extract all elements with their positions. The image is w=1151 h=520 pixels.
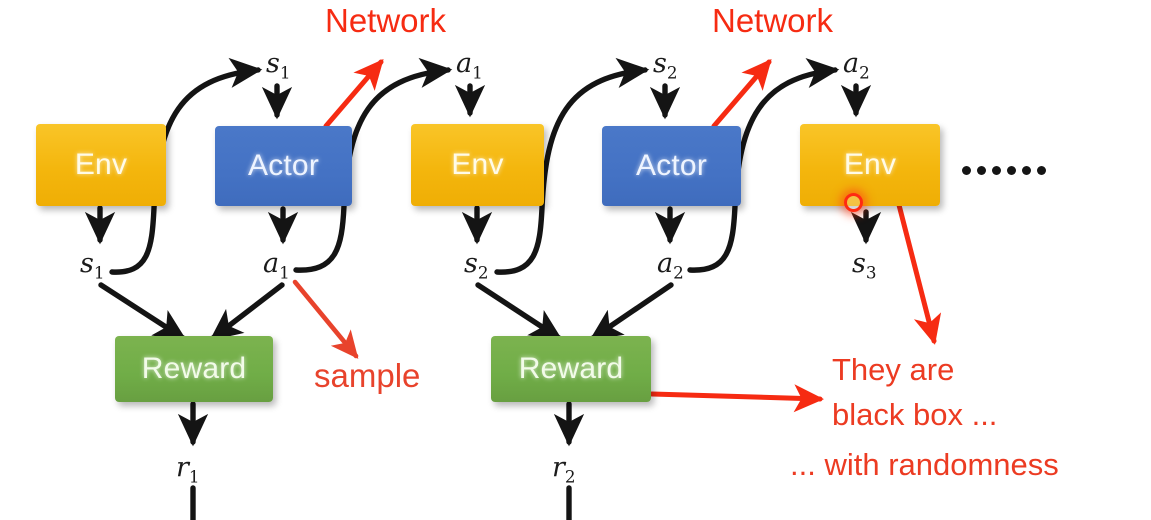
label-r2-bottom: r2 xyxy=(552,452,576,486)
symbol-subscript: 1 xyxy=(188,466,200,487)
node-label: Env xyxy=(74,148,128,181)
label-a1-mid: a1 xyxy=(263,248,290,282)
dot xyxy=(962,166,971,175)
symbol-base: s xyxy=(852,248,866,279)
annotation-blackbox-line-3: ... with randomness xyxy=(790,447,1059,482)
label-s2-mid: s2 xyxy=(464,248,489,282)
red-sample-arrow xyxy=(292,279,359,359)
node-reward-2[interactable]: Reward xyxy=(491,336,651,402)
node-env-2[interactable]: Env xyxy=(411,124,544,206)
symbol-subscript: 2 xyxy=(477,262,489,283)
label-a2-top: a2 xyxy=(843,48,870,82)
symbol-subscript: 2 xyxy=(564,466,576,487)
label-s1-mid: s1 xyxy=(80,248,105,282)
arrow-a2-to-reward2 xyxy=(589,282,674,341)
node-env-3[interactable]: Env xyxy=(800,124,940,206)
label-r1-bottom: r1 xyxy=(176,452,200,486)
label-s2-top: s2 xyxy=(653,48,678,82)
dot xyxy=(1037,166,1046,175)
symbol-subscript: 1 xyxy=(279,62,291,83)
symbol-base: a xyxy=(657,248,674,279)
symbol-base: s xyxy=(266,48,280,79)
symbol-base: s xyxy=(80,248,94,279)
annotation-sample: sample xyxy=(314,357,421,394)
symbol-base: r xyxy=(552,452,565,483)
arrow-a1-to-reward1 xyxy=(209,282,285,341)
dot xyxy=(992,166,1001,175)
symbol-subscript: 2 xyxy=(666,62,678,83)
label-s1-top: s1 xyxy=(266,48,291,82)
laser-pointer-dot xyxy=(844,193,863,212)
label-a1-top: a1 xyxy=(456,48,483,82)
dot xyxy=(1022,166,1031,175)
symbol-subscript: 1 xyxy=(93,262,105,283)
symbol-subscript: 1 xyxy=(472,62,483,83)
symbol-subscript: 1 xyxy=(279,262,290,283)
arrow-reward2-to-blackbox-note xyxy=(649,384,824,413)
arrow-env3-to-blackbox-note xyxy=(896,202,942,345)
annotation-blackbox-line-2: black box ... xyxy=(832,397,998,432)
symbol-base: a xyxy=(263,248,280,279)
arrow-s1-to-reward1 xyxy=(98,282,187,341)
symbol-base: s xyxy=(464,248,478,279)
node-env-1[interactable]: Env xyxy=(36,124,166,206)
annotation-blackbox-line-1: They are xyxy=(832,352,955,387)
arrow-actor1-to-network-label xyxy=(323,58,384,129)
dot xyxy=(977,166,986,175)
node-actor-1[interactable]: Actor xyxy=(215,126,352,206)
arrow-a1-to-sample xyxy=(292,279,359,359)
continuation-dots xyxy=(962,166,1046,175)
label-a2-mid: a2 xyxy=(657,248,684,282)
annotation-network-2: Network xyxy=(712,2,834,39)
node-label: Reward xyxy=(141,352,247,385)
symbol-base: a xyxy=(843,48,860,79)
node-label: Env xyxy=(843,148,897,181)
annotation-network-1: Network xyxy=(325,2,447,39)
label-s3-mid: s3 xyxy=(852,248,877,282)
symbol-base: s xyxy=(653,48,667,79)
arrow-s2-to-reward2 xyxy=(475,282,563,341)
symbol-base: r xyxy=(176,452,189,483)
symbol-subscript: 3 xyxy=(865,262,877,283)
node-label: Actor xyxy=(635,149,708,182)
node-reward-1[interactable]: Reward xyxy=(115,336,273,402)
symbol-subscript: 2 xyxy=(673,262,684,283)
node-label: Env xyxy=(451,148,504,181)
symbol-subscript: 2 xyxy=(859,62,870,83)
node-label: Reward xyxy=(518,352,624,385)
symbol-base: a xyxy=(456,48,473,79)
node-label: Actor xyxy=(247,149,320,182)
dot xyxy=(1007,166,1016,175)
node-actor-2[interactable]: Actor xyxy=(602,126,741,206)
arrow-actor2-to-network-label xyxy=(711,58,772,129)
